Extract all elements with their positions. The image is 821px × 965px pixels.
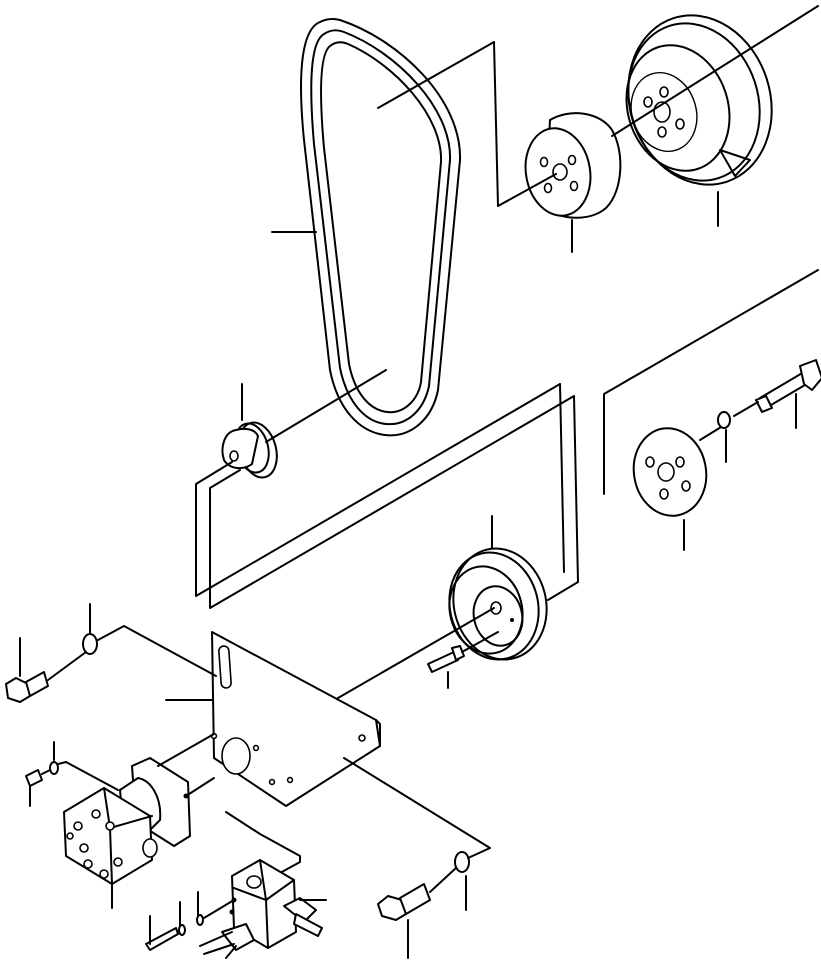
center-bolt-axis [461, 631, 499, 653]
driven-pulley [632, 427, 708, 517]
pump-to-bracket-1 [185, 777, 215, 797]
valve-lockwasher [196, 914, 204, 926]
flange-bolt-right [377, 883, 431, 921]
large-pulley [625, 14, 773, 186]
valve-block [199, 859, 323, 959]
frame-line-outer [195, 383, 561, 597]
frame-line-right [559, 383, 565, 573]
small-screw-axis [41, 769, 51, 775]
valve-screw [145, 927, 179, 951]
small-screw-left [25, 769, 43, 787]
left-bolt-axis [47, 651, 87, 681]
bracket-to-pulley-line [337, 607, 495, 699]
axis-line-top [611, 5, 819, 137]
screw-to-pump [57, 761, 119, 791]
pump-to-bracket-2 [157, 733, 215, 767]
small-pulley-axis [265, 369, 387, 443]
hydraulic-pump [63, 757, 191, 885]
washer-left [82, 633, 98, 655]
bracket-to-valve [225, 811, 301, 885]
frame-line-inner [209, 395, 579, 609]
center-bolt [427, 645, 465, 673]
valve-washer [178, 924, 186, 936]
bracket-line-right [603, 269, 819, 495]
right-bolt-axis [429, 867, 457, 893]
left-bolt-to-bracket [97, 625, 217, 677]
bolt-axis [733, 401, 759, 417]
washer [717, 411, 731, 429]
pulley-hub [524, 112, 622, 219]
small-pulley [221, 421, 278, 479]
belt-to-hub-line [377, 41, 557, 207]
mounting-bracket [210, 631, 381, 807]
valve-screw-axis [203, 899, 235, 919]
washer-right [454, 851, 470, 873]
flange-bolt-left [5, 671, 49, 703]
grooved-pulley [448, 547, 548, 661]
long-bolt [755, 359, 821, 413]
right-bolt-to-bracket [343, 757, 491, 859]
v-belt [300, 17, 462, 437]
lockwasher-left [49, 761, 59, 775]
